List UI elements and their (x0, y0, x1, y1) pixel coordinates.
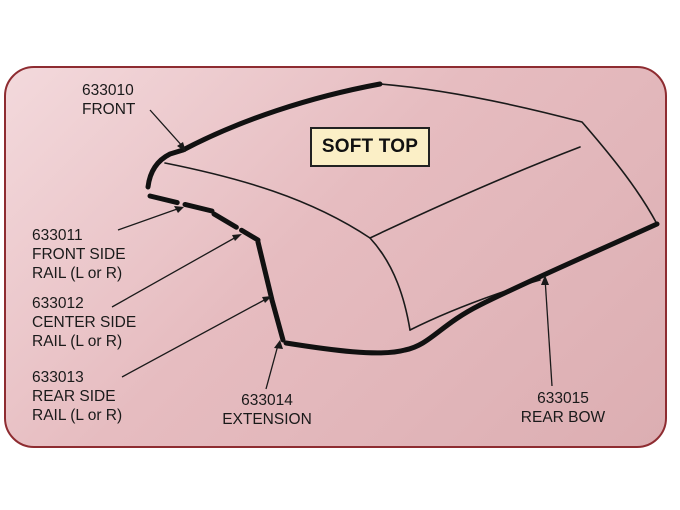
arrowhead-center-side-rail (232, 234, 242, 241)
part-name-rear-bow: REAR BOW (520, 409, 606, 426)
front-side-rail-strip (147, 193, 215, 214)
rear-side-rail-strip (255, 239, 286, 343)
part-number-extension: 633014 (241, 392, 293, 409)
part-name-rear-side-rail-2: RAIL (L or R) (32, 407, 123, 424)
label-center-side-rail: 633012 CENTER SIDE RAIL (L or R) (32, 294, 136, 351)
part-name-front-side-rail-2: RAIL (L or R) (32, 265, 123, 282)
part-number-front-side-rail: 633011 (32, 227, 83, 244)
soft-top-badge: SOFT TOP (310, 127, 430, 167)
center-side-rail-strip (211, 211, 261, 243)
label-front-side-rail: 633011 FRONT SIDE RAIL (L or R) (32, 226, 126, 283)
part-number-rear-bow: 633015 (537, 390, 589, 407)
label-rear-bow: 633015 REAR BOW (508, 389, 618, 427)
part-name-center-side-rail-1: CENTER SIDE (32, 314, 137, 331)
arrowhead-front-side-rail (174, 206, 184, 213)
part-number-center-side-rail: 633012 (32, 295, 84, 312)
side-crease (164, 162, 411, 331)
arrowhead-rear-side-rail (262, 296, 272, 303)
part-name-front-side-rail-1: FRONT SIDE (32, 246, 126, 263)
arrowhead-rear-bow (541, 275, 549, 285)
arrowhead-front (177, 142, 186, 152)
part-number-rear-side-rail: 633013 (32, 369, 84, 386)
leader-line-center-side-rail (111, 235, 239, 308)
soft-top-title: SOFT TOP (321, 136, 419, 157)
leader-line-front (149, 109, 185, 149)
part-name-center-side-rail-2: RAIL (L or R) (32, 333, 123, 350)
extension-strip (283, 221, 660, 356)
front-weatherstrip (145, 81, 383, 190)
part-name-extension: EXTENSION (222, 411, 312, 428)
leader-line-extension (265, 344, 279, 390)
part-number-front: 633010 (82, 82, 134, 99)
part-name-front: FRONT (82, 101, 136, 118)
label-front: 633010 FRONT (82, 81, 135, 119)
label-extension: 633014 EXTENSION (212, 391, 322, 429)
leader-line-rear-side-rail (121, 297, 269, 378)
leader-line-rear-bow (544, 277, 553, 387)
arrowhead-extension (274, 340, 283, 349)
roof-seam (369, 146, 581, 239)
label-rear-side-rail: 633013 REAR SIDE RAIL (L or R) (32, 368, 122, 425)
part-name-rear-side-rail-1: REAR SIDE (32, 388, 116, 405)
leader-line-front-side-rail (117, 207, 181, 231)
